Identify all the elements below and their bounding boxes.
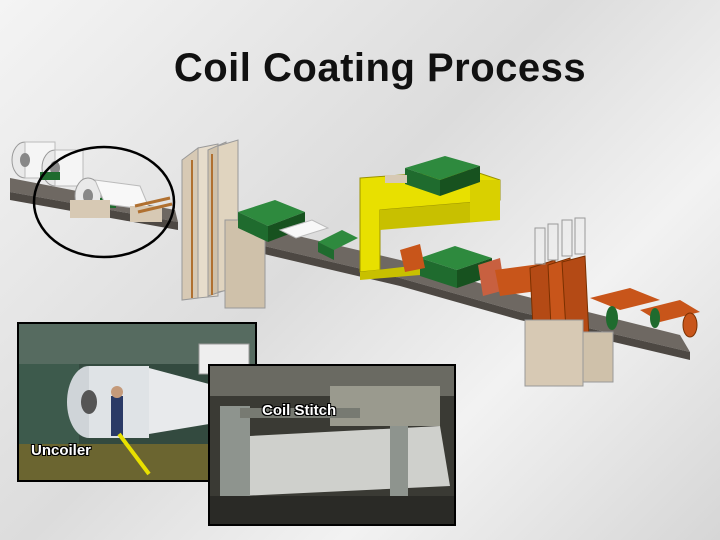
coil-stitch-photo: Coil Stitch [208, 364, 456, 526]
slide-title: Coil Coating Process [173, 46, 587, 90]
uncoiler-highlight-circle [32, 145, 176, 259]
yellow-oven-frame [359, 156, 501, 280]
coil-stitch-photo-image [210, 366, 454, 524]
pretreatment-units [238, 200, 358, 260]
process-line-diagram [10, 139, 700, 387]
uncoiler-caption: Uncoiler [31, 442, 92, 459]
coil-stitch-caption: Coil Stitch [262, 402, 337, 419]
recoiler-section [590, 288, 700, 338]
uncoiler-coils [11, 141, 173, 222]
finish-coater-unit [400, 244, 505, 296]
curing-oven [495, 217, 614, 387]
entry-accumulator [181, 139, 266, 309]
